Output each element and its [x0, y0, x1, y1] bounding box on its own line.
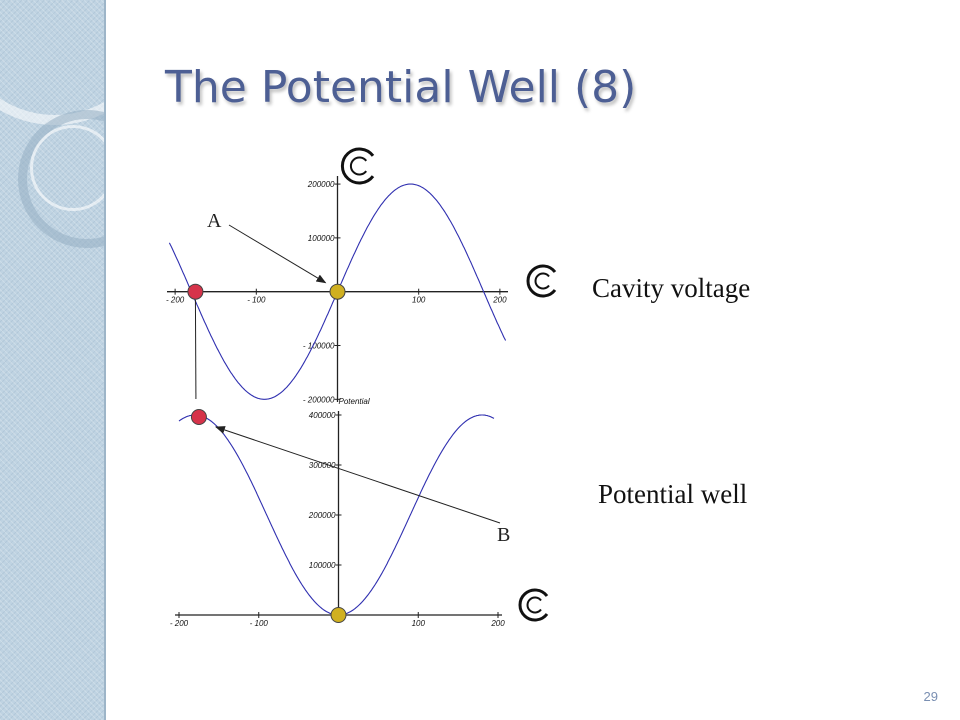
decorative-ring-small	[18, 110, 106, 248]
data-point-0-0	[187, 283, 204, 300]
slide-title: The Potential Well (8)	[165, 62, 637, 113]
glyph-top-1	[340, 147, 375, 185]
y-tick-label-0-3: 200000	[307, 180, 335, 189]
y-tick-label-1-1: 200000	[308, 511, 336, 520]
y-tick-label-0-2: 100000	[308, 234, 335, 243]
glyph-right-2-inner	[526, 596, 542, 614]
data-point-1-0	[190, 409, 207, 425]
sidebar-edge-line	[104, 0, 106, 720]
y-axis-label-1: Potential	[339, 397, 370, 406]
glyph-top-1-inner	[349, 156, 367, 176]
x-tick-label-1-3: 200	[490, 619, 505, 628]
y-tick-label-1-3: 400000	[309, 411, 336, 420]
x-tick-label-0-3: 200	[492, 296, 507, 305]
arrow-b	[214, 426, 501, 524]
decorative-ring-inner	[30, 125, 106, 211]
y-tick-label-1-2: 300000	[309, 461, 336, 470]
x-tick-label-1-1: - 100	[250, 619, 269, 628]
x-tick-label-0-2: 100	[412, 296, 426, 305]
data-point-1-1	[330, 607, 347, 623]
x-tick-label-0-1: - 100	[247, 296, 266, 305]
glyph-right-1	[526, 264, 557, 298]
y-tick-label-1-0: 100000	[309, 561, 336, 570]
marker-b-label: B	[497, 524, 511, 546]
arrow-a	[228, 224, 327, 284]
data-point-0-1	[329, 283, 346, 300]
marker-a-label: A	[207, 210, 222, 232]
cavity-voltage-label: Cavity voltage	[592, 273, 751, 303]
connector-line	[194, 299, 197, 400]
y-tick-label-0-0: - 200000	[303, 395, 335, 404]
x-tick-label-1-0: - 200	[170, 619, 189, 628]
y-tick-label-0-1: - 100000	[303, 342, 335, 351]
x-tick-label-0-0: - 200	[166, 296, 185, 305]
glyph-right-2	[518, 588, 549, 622]
x-tick-label-1-2: 100	[412, 619, 426, 628]
potential-well-label: Potential well	[598, 479, 748, 509]
sidebar-decoration	[0, 0, 106, 720]
glyph-right-1-inner	[534, 272, 550, 290]
slide-number: 29	[923, 689, 938, 704]
